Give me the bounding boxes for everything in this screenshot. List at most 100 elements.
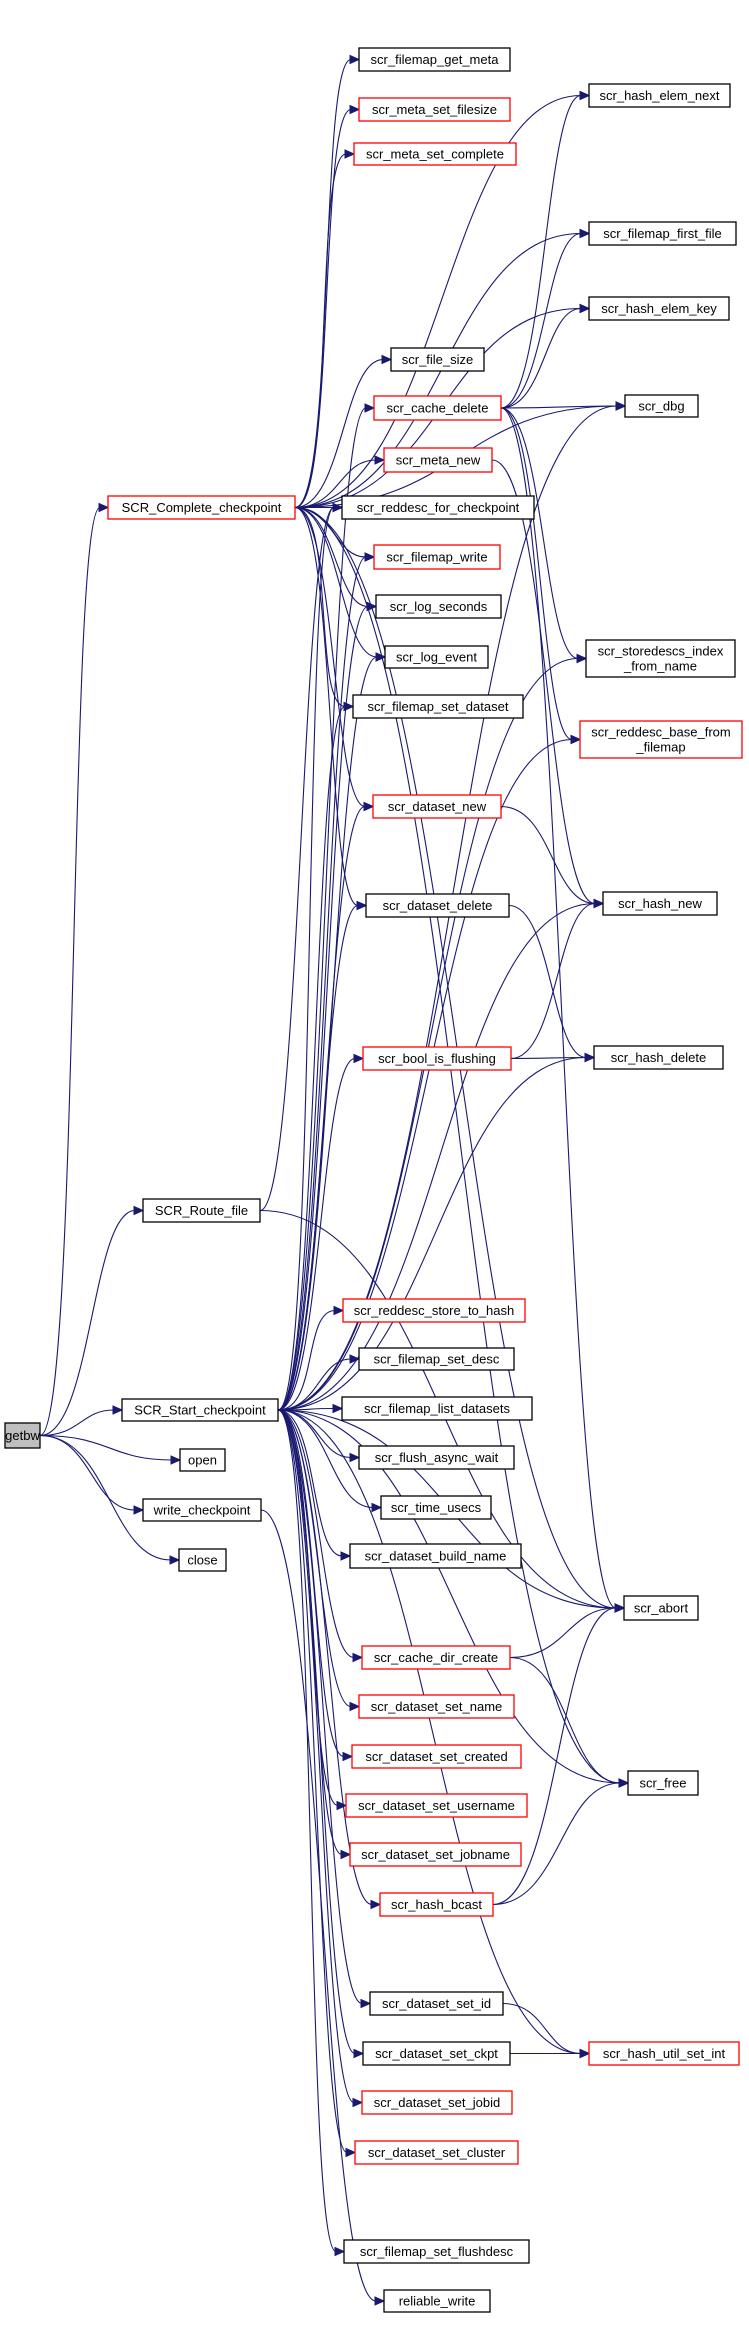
node-box[interactable] bbox=[375, 594, 502, 619]
node-scr-abort[interactable]: scr_abort bbox=[623, 1595, 699, 1621]
node-box[interactable] bbox=[121, 1398, 279, 1422]
node-scr-dataset-build-name[interactable]: scr_dataset_build_name bbox=[349, 1543, 522, 1569]
node-box[interactable] bbox=[358, 1694, 515, 1719]
node-scr-meta-set-filesize[interactable]: scr_meta_set_filesize bbox=[358, 97, 511, 122]
node-scr-complete-checkpoint[interactable]: SCR_Complete_checkpoint bbox=[107, 495, 296, 520]
node-box[interactable] bbox=[341, 495, 535, 520]
node-box[interactable] bbox=[383, 447, 493, 473]
node-scr-dataset-set-cluster[interactable]: scr_dataset_set_cluster bbox=[354, 2140, 519, 2165]
node-scr-meta-new[interactable]: scr_meta_new bbox=[383, 447, 493, 473]
node-scr-log-event[interactable]: scr_log_event bbox=[384, 645, 489, 669]
node-box[interactable] bbox=[354, 2140, 519, 2165]
node-scr-dbg[interactable]: scr_dbg bbox=[624, 394, 699, 418]
node-box[interactable] bbox=[383, 2289, 491, 2313]
node-box[interactable] bbox=[342, 1298, 526, 1323]
node-box[interactable] bbox=[341, 1396, 533, 1421]
node-box[interactable] bbox=[390, 347, 485, 372]
node-scr-log-seconds[interactable]: scr_log_seconds bbox=[375, 594, 502, 619]
node-scr-filemap-list-datasets[interactable]: scr_filemap_list_datasets bbox=[341, 1396, 533, 1421]
node-scr-meta-set-complete[interactable]: scr_meta_set_complete bbox=[353, 142, 517, 166]
node-box[interactable] bbox=[4, 1422, 41, 1449]
node-scr-storedescs-index-from-name[interactable]: scr_storedescs_index_from_name bbox=[585, 639, 736, 678]
node-scr-free[interactable]: scr_free bbox=[627, 1770, 699, 1796]
node-box[interactable] bbox=[624, 394, 699, 418]
node-box[interactable] bbox=[362, 2041, 511, 2066]
node-scr-reddesc-store-to-hash[interactable]: scr_reddesc_store_to_hash bbox=[342, 1298, 526, 1323]
node-box[interactable] bbox=[142, 1198, 261, 1223]
node-box[interactable] bbox=[107, 495, 296, 520]
node-scr-hash-util-set-int[interactable]: scr_hash_util_set_int bbox=[588, 2041, 740, 2066]
node-box[interactable] bbox=[343, 2239, 530, 2264]
node-close[interactable]: close bbox=[178, 1548, 227, 1572]
node-scr-cache-dir-create[interactable]: scr_cache_dir_create bbox=[361, 1645, 511, 1670]
node-box[interactable] bbox=[588, 2041, 740, 2066]
node-box[interactable] bbox=[361, 1645, 511, 1670]
node-scr-hash-delete[interactable]: scr_hash_delete bbox=[593, 1045, 724, 1070]
node-scr-filemap-set-flushdesc[interactable]: scr_filemap_set_flushdesc bbox=[343, 2239, 530, 2264]
node-box[interactable] bbox=[142, 1498, 262, 1522]
node-box[interactable] bbox=[352, 694, 524, 719]
node-box[interactable] bbox=[369, 1991, 504, 2016]
node-box[interactable] bbox=[588, 296, 730, 321]
node-scr-dataset-new[interactable]: scr_dataset_new bbox=[372, 794, 502, 819]
node-box[interactable] bbox=[627, 1770, 699, 1796]
node-box[interactable] bbox=[358, 97, 511, 122]
node-scr-dataset-set-jobname[interactable]: scr_dataset_set_jobname bbox=[349, 1842, 522, 1867]
node-scr-filemap-write[interactable]: scr_filemap_write bbox=[373, 544, 501, 570]
node-scr-dataset-set-ckpt[interactable]: scr_dataset_set_ckpt bbox=[362, 2041, 511, 2066]
node-box[interactable] bbox=[372, 794, 502, 819]
node-scr-dataset-set-username[interactable]: scr_dataset_set_username bbox=[345, 1793, 528, 1818]
node-scr-filemap-get-meta[interactable]: scr_filemap_get_meta bbox=[358, 47, 511, 72]
node-write-checkpoint[interactable]: write_checkpoint bbox=[142, 1498, 262, 1522]
node-box[interactable] bbox=[358, 47, 511, 72]
node-box[interactable] bbox=[602, 891, 718, 916]
node-scr-dataset-set-jobid[interactable]: scr_dataset_set_jobid bbox=[361, 2090, 513, 2115]
node-box[interactable] bbox=[373, 544, 501, 570]
node-scr-hash-bcast[interactable]: scr_hash_bcast bbox=[379, 1892, 494, 1917]
node-box[interactable] bbox=[379, 1892, 494, 1917]
node-scr-hash-elem-next[interactable]: scr_hash_elem_next bbox=[588, 83, 731, 108]
node-box[interactable] bbox=[384, 645, 489, 669]
node-box[interactable] bbox=[623, 1595, 699, 1621]
node-box[interactable] bbox=[593, 1045, 724, 1070]
node-box[interactable] bbox=[361, 2090, 513, 2115]
node-scr-start-checkpoint[interactable]: SCR_Start_checkpoint bbox=[121, 1398, 279, 1422]
node-scr-filemap-set-dataset[interactable]: scr_filemap_set_dataset bbox=[352, 694, 524, 719]
node-scr-dataset-set-name[interactable]: scr_dataset_set_name bbox=[358, 1694, 515, 1719]
node-box[interactable] bbox=[373, 395, 502, 421]
node-box[interactable] bbox=[365, 893, 510, 918]
node-scr-reddesc-base-from-filemap[interactable]: scr_reddesc_base_from_filemap bbox=[579, 720, 743, 759]
node-box[interactable] bbox=[362, 1046, 512, 1071]
node-box[interactable] bbox=[345, 1793, 528, 1818]
node-box[interactable] bbox=[351, 1744, 522, 1769]
node-scr-reddesc-for-checkpoint[interactable]: scr_reddesc_for_checkpoint bbox=[341, 495, 535, 520]
node-scr-cache-delete[interactable]: scr_cache_delete bbox=[373, 395, 502, 421]
node-scr-flush-async-wait[interactable]: scr_flush_async_wait bbox=[358, 1445, 515, 1470]
node-box[interactable] bbox=[349, 1842, 522, 1867]
node-box[interactable] bbox=[588, 221, 737, 246]
node-box[interactable] bbox=[358, 1445, 515, 1470]
node-reliable-write[interactable]: reliable_write bbox=[383, 2289, 491, 2313]
node-scr-bool-is-flushing[interactable]: scr_bool_is_flushing bbox=[362, 1046, 512, 1071]
node-box[interactable] bbox=[380, 1495, 492, 1520]
node-box[interactable] bbox=[579, 720, 743, 759]
node-box[interactable] bbox=[179, 1448, 226, 1472]
node-box[interactable] bbox=[358, 1347, 515, 1371]
node-scr-dataset-delete[interactable]: scr_dataset_delete bbox=[365, 893, 510, 918]
node-scr-route-file[interactable]: SCR_Route_file bbox=[142, 1198, 261, 1223]
node-scr-hash-new[interactable]: scr_hash_new bbox=[602, 891, 718, 916]
node-scr-dataset-set-id[interactable]: scr_dataset_set_id bbox=[369, 1991, 504, 2016]
node-box[interactable] bbox=[178, 1548, 227, 1572]
node-scr-dataset-set-created[interactable]: scr_dataset_set_created bbox=[351, 1744, 522, 1769]
node-open[interactable]: open bbox=[179, 1448, 226, 1472]
node-box[interactable] bbox=[585, 639, 736, 678]
node-box[interactable] bbox=[588, 83, 731, 108]
node-scr-hash-elem-key[interactable]: scr_hash_elem_key bbox=[588, 296, 730, 321]
node-scr-filemap-first-file[interactable]: scr_filemap_first_file bbox=[588, 221, 737, 246]
node-getbw[interactable]: getbw bbox=[4, 1422, 41, 1449]
node-scr-file-size[interactable]: scr_file_size bbox=[390, 347, 485, 372]
node-box[interactable] bbox=[349, 1543, 522, 1569]
node-box[interactable] bbox=[353, 142, 517, 166]
node-scr-time-usecs[interactable]: scr_time_usecs bbox=[380, 1495, 492, 1520]
node-scr-filemap-set-desc[interactable]: scr_filemap_set_desc bbox=[358, 1347, 515, 1371]
